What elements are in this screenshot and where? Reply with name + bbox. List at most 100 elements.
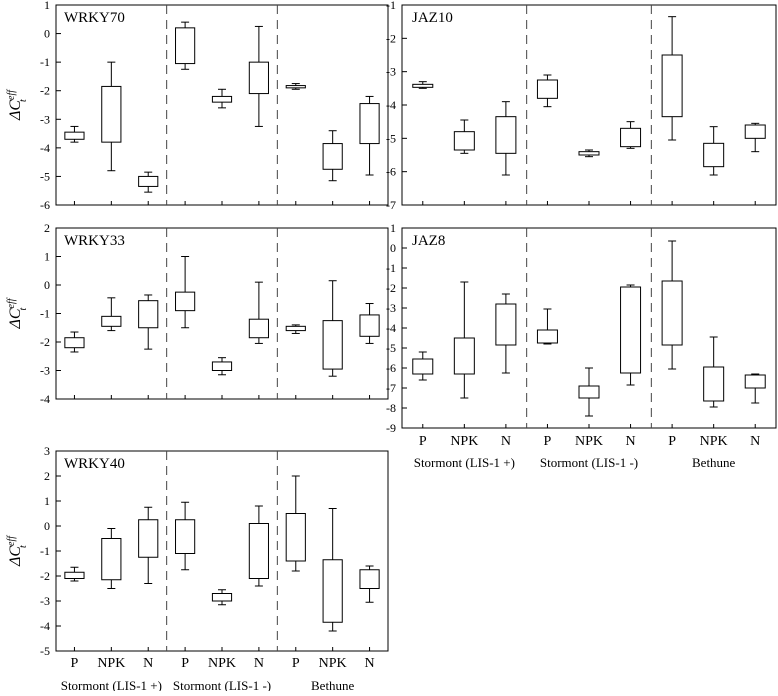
chart4-group-label: Bethune [692,455,736,470]
chart4-ytick-label: -3 [386,301,396,315]
chart3-box [495,116,517,154]
chart2-ytick-label: 1 [44,494,50,508]
chart4-box [661,280,683,346]
chart2-box [322,559,343,623]
chart1-ylabel-sup: eff [6,297,17,308]
chart2-ytick-label: -5 [40,644,50,658]
chart1-ytick-label: 0 [44,278,50,292]
chart3-box [620,127,642,148]
chart4-box [412,358,434,375]
chart4-xtick-label: NPK [700,434,728,449]
chart4-box [453,337,475,375]
chart2-title: WRKY40 [64,456,125,472]
chart2-ylabel-sup: eff [6,535,17,546]
chart4-xtick-label: NPK [575,434,603,449]
chart4-ytick-label: 1 [390,221,396,235]
chart0-ytick-label: 1 [44,0,50,12]
chart4-xtick-label: N [625,434,635,449]
chart4-ytick-label: -7 [386,381,396,395]
chart1-box [285,325,306,332]
chart3-ytick-label: -6 [386,165,396,179]
chart3-box [453,131,475,151]
chart2-box [64,571,85,579]
chart3-ytick-label: -3 [386,65,396,79]
chart4-ytick-label: -9 [386,421,396,435]
chart1-ylabel-main: ΔC [7,308,24,329]
chart0-ylabel-sub: t [18,99,29,102]
chart4-ytick-label: -1 [386,261,396,275]
chart4-ytick-label: -8 [386,401,396,415]
chart4-ytick-label: -6 [386,361,396,375]
chart0-ytick-label: 0 [44,27,50,41]
chart2-box [248,523,269,579]
chart3-box [744,124,766,139]
chart0-ytick-label: -3 [40,112,50,126]
chart4-ytick-label: 0 [390,241,396,255]
chart4-box [620,286,642,374]
chart4-box [536,329,558,344]
chart2-box [175,519,196,554]
chart2-ytick-label: -2 [40,569,50,583]
chart4-xtick-label: P [419,434,427,449]
chart2-xtick-label: NPK [208,656,236,671]
chart4-box [578,385,600,399]
chart1-ytick-label: -1 [40,307,50,321]
chart4-xtick-label: P [668,434,676,449]
chart0-box [138,175,159,187]
chart2-ytick-label: 0 [44,519,50,533]
chart3-ytick-label: -4 [386,98,396,112]
chart2-box [285,513,306,562]
chart0-box [359,103,380,145]
chart4-group-label: Stormont (LIS-1 -) [540,455,638,470]
chart0-ytick-label: -2 [40,84,50,98]
chart4-ytick-label: -5 [386,341,396,355]
chart3-ytick-label: -1 [386,0,396,12]
chart4-xtick-label: N [750,434,760,449]
chart0-box [248,61,269,95]
chart0-ytick-label: -4 [40,141,50,155]
chart2-ylabel-sub: t [18,545,29,548]
chart1-ytick-label: 1 [44,250,50,264]
chart4-group-label: Stormont (LIS-1 +) [414,455,515,470]
chart2-ytick-label: 2 [44,469,50,483]
chart2-group-label: Stormont (LIS-1 +) [61,678,162,691]
chart2-group-label: Stormont (LIS-1 -) [173,678,271,691]
chart2-xtick-label: NPK [97,656,125,671]
chart4-box [744,374,766,389]
chart0-title: WRKY70 [64,10,125,26]
chart2-ytick-label: 3 [44,444,50,458]
chart1-box [322,320,343,370]
chart2-box [211,593,233,602]
chart0-box [101,85,122,143]
chart0-box [64,131,85,140]
chart2-box [138,519,159,558]
chart1-ylabel: ΔCefft [6,297,29,329]
chart1-ytick-label: -4 [40,392,50,406]
chart2-xtick-label: NPK [319,656,347,671]
chart2-box [101,538,122,581]
chart0-ylabel: ΔCefft [6,89,29,121]
chart2-xtick-label: N [364,656,374,671]
chart2-xtick-label: N [143,656,153,671]
chart1-box [359,314,380,337]
chart0-box [322,143,343,170]
chart2-box [359,569,380,589]
chart0-ylabel-main: ΔC [7,100,24,121]
chart0-box [285,85,306,89]
chart4-ytick-label: -2 [386,281,396,295]
chart1-box [64,337,85,349]
chart1-box [211,361,233,372]
chart0-ytick-label: -1 [40,55,50,69]
chart2-ylabel: ΔCefft [6,535,29,567]
chart1-box [248,318,269,339]
chart1-ytick-label: 2 [44,221,50,235]
chart3-ytick-label: -2 [386,31,396,45]
chart0-box [211,95,233,103]
chart4-xtick-label: N [501,434,511,449]
chart1-box [175,291,196,312]
chart1-ytick-label: -2 [40,335,50,349]
chart1-ytick-label: -3 [40,364,50,378]
chart4-title: JAZ8 [412,233,445,249]
